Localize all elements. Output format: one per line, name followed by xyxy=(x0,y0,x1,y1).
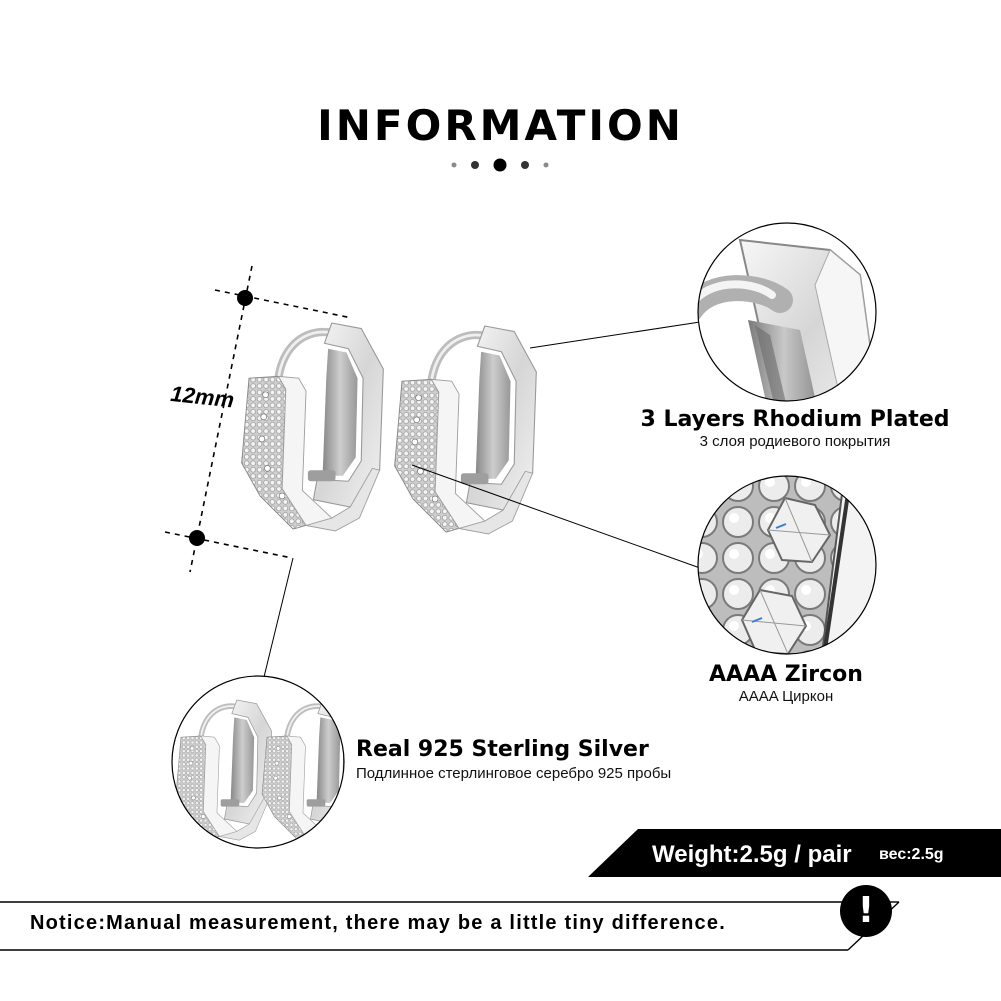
feature-subtitle: AAAA Циркон xyxy=(738,688,834,705)
title-decoration-dots xyxy=(0,158,1001,172)
earring-left xyxy=(242,323,384,531)
page-title: INFORMATION xyxy=(317,101,684,150)
earring-right xyxy=(395,326,537,534)
feature-title: 3 Layers Rhodium Plated xyxy=(640,407,950,432)
feature-zircon: AAAA Zircon AAAA Циркон xyxy=(686,662,886,706)
feature-subtitle: 3 слоя родиевого покрытия xyxy=(699,433,891,450)
decoration-dot xyxy=(471,161,479,169)
feature-subtitle: Подлинное стерлинговое серебро 925 пробы xyxy=(356,765,672,782)
weight-banner xyxy=(588,829,1001,877)
notice-text: Notice:Manual measurement, there may be … xyxy=(30,912,726,934)
weight-label: Weight:2.5g / pair xyxy=(652,841,852,868)
decoration-dot xyxy=(493,158,507,172)
decoration-dot xyxy=(451,162,457,168)
weight-label-ru: вес:2.5g xyxy=(879,846,944,863)
feature-title: AAAA Zircon xyxy=(709,662,863,687)
feature-sterling-silver: Real 925 Sterling Silver Подлинное стерл… xyxy=(356,737,671,783)
feature-rhodium: 3 Layers Rhodium Plated 3 слоя родиевого… xyxy=(640,407,950,451)
feature-title: Real 925 Sterling Silver xyxy=(356,737,649,762)
exclamation-icon: ! xyxy=(840,885,892,937)
decoration-dot xyxy=(521,161,529,169)
decoration-dot xyxy=(543,162,549,168)
